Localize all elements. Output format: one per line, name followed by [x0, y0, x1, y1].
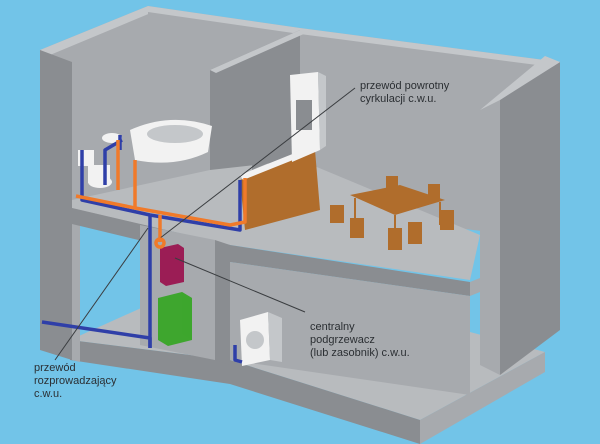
partition-wall-top	[210, 30, 306, 73]
left-wall-slice	[40, 50, 72, 360]
back-wall-top-edge	[148, 6, 560, 68]
ground-slab-right	[420, 352, 545, 444]
leader-return-pipe	[154, 87, 356, 243]
upper-floor-side	[470, 278, 480, 296]
label-return-pipe-line-1: przewód powrotny	[360, 80, 450, 92]
boiler	[158, 292, 192, 346]
bathtub-icon	[130, 119, 212, 163]
label-distribution-pipe-line-2: rozprowadzający	[34, 375, 117, 387]
lower-wall-right	[230, 262, 470, 395]
label-central-heater-line-1: centralny	[310, 321, 355, 333]
upper-floor-front	[72, 208, 470, 296]
label-return-pipe-line-2: cyrkulacji c.w.u.	[360, 93, 437, 105]
label-central-heater: centralny podgrzewacz (lub zasobnik) c.w…	[310, 321, 410, 360]
right-wall-top	[480, 56, 560, 110]
central-heater	[160, 244, 184, 286]
label-central-heater-line-2: podgrzewacz	[310, 334, 375, 346]
label-distribution-pipe-line-1: przewód	[34, 362, 76, 374]
washing-machine-icon	[240, 312, 282, 366]
right-wall-face	[480, 100, 500, 375]
kitchen-cabinets-icon	[240, 72, 326, 230]
dining-set-icon	[330, 176, 454, 250]
label-distribution-pipe: przewód rozprowadzający c.w.u.	[34, 362, 117, 401]
right-wall	[500, 62, 560, 375]
lower-wall-divider	[215, 240, 230, 365]
back-wall-left-top	[40, 6, 158, 55]
ground-slab-front	[70, 340, 420, 444]
callout-marker	[154, 237, 166, 249]
leader-central-heater	[174, 257, 306, 313]
leader-distribution-pipe	[54, 227, 149, 361]
label-distribution-pipe-line-3: c.w.u.	[34, 388, 63, 400]
label-central-heater-line-3: (lub zasobnik) c.w.u.	[310, 347, 410, 359]
label-return-pipe: przewód powrotny cyrkulacji c.w.u.	[360, 80, 449, 106]
